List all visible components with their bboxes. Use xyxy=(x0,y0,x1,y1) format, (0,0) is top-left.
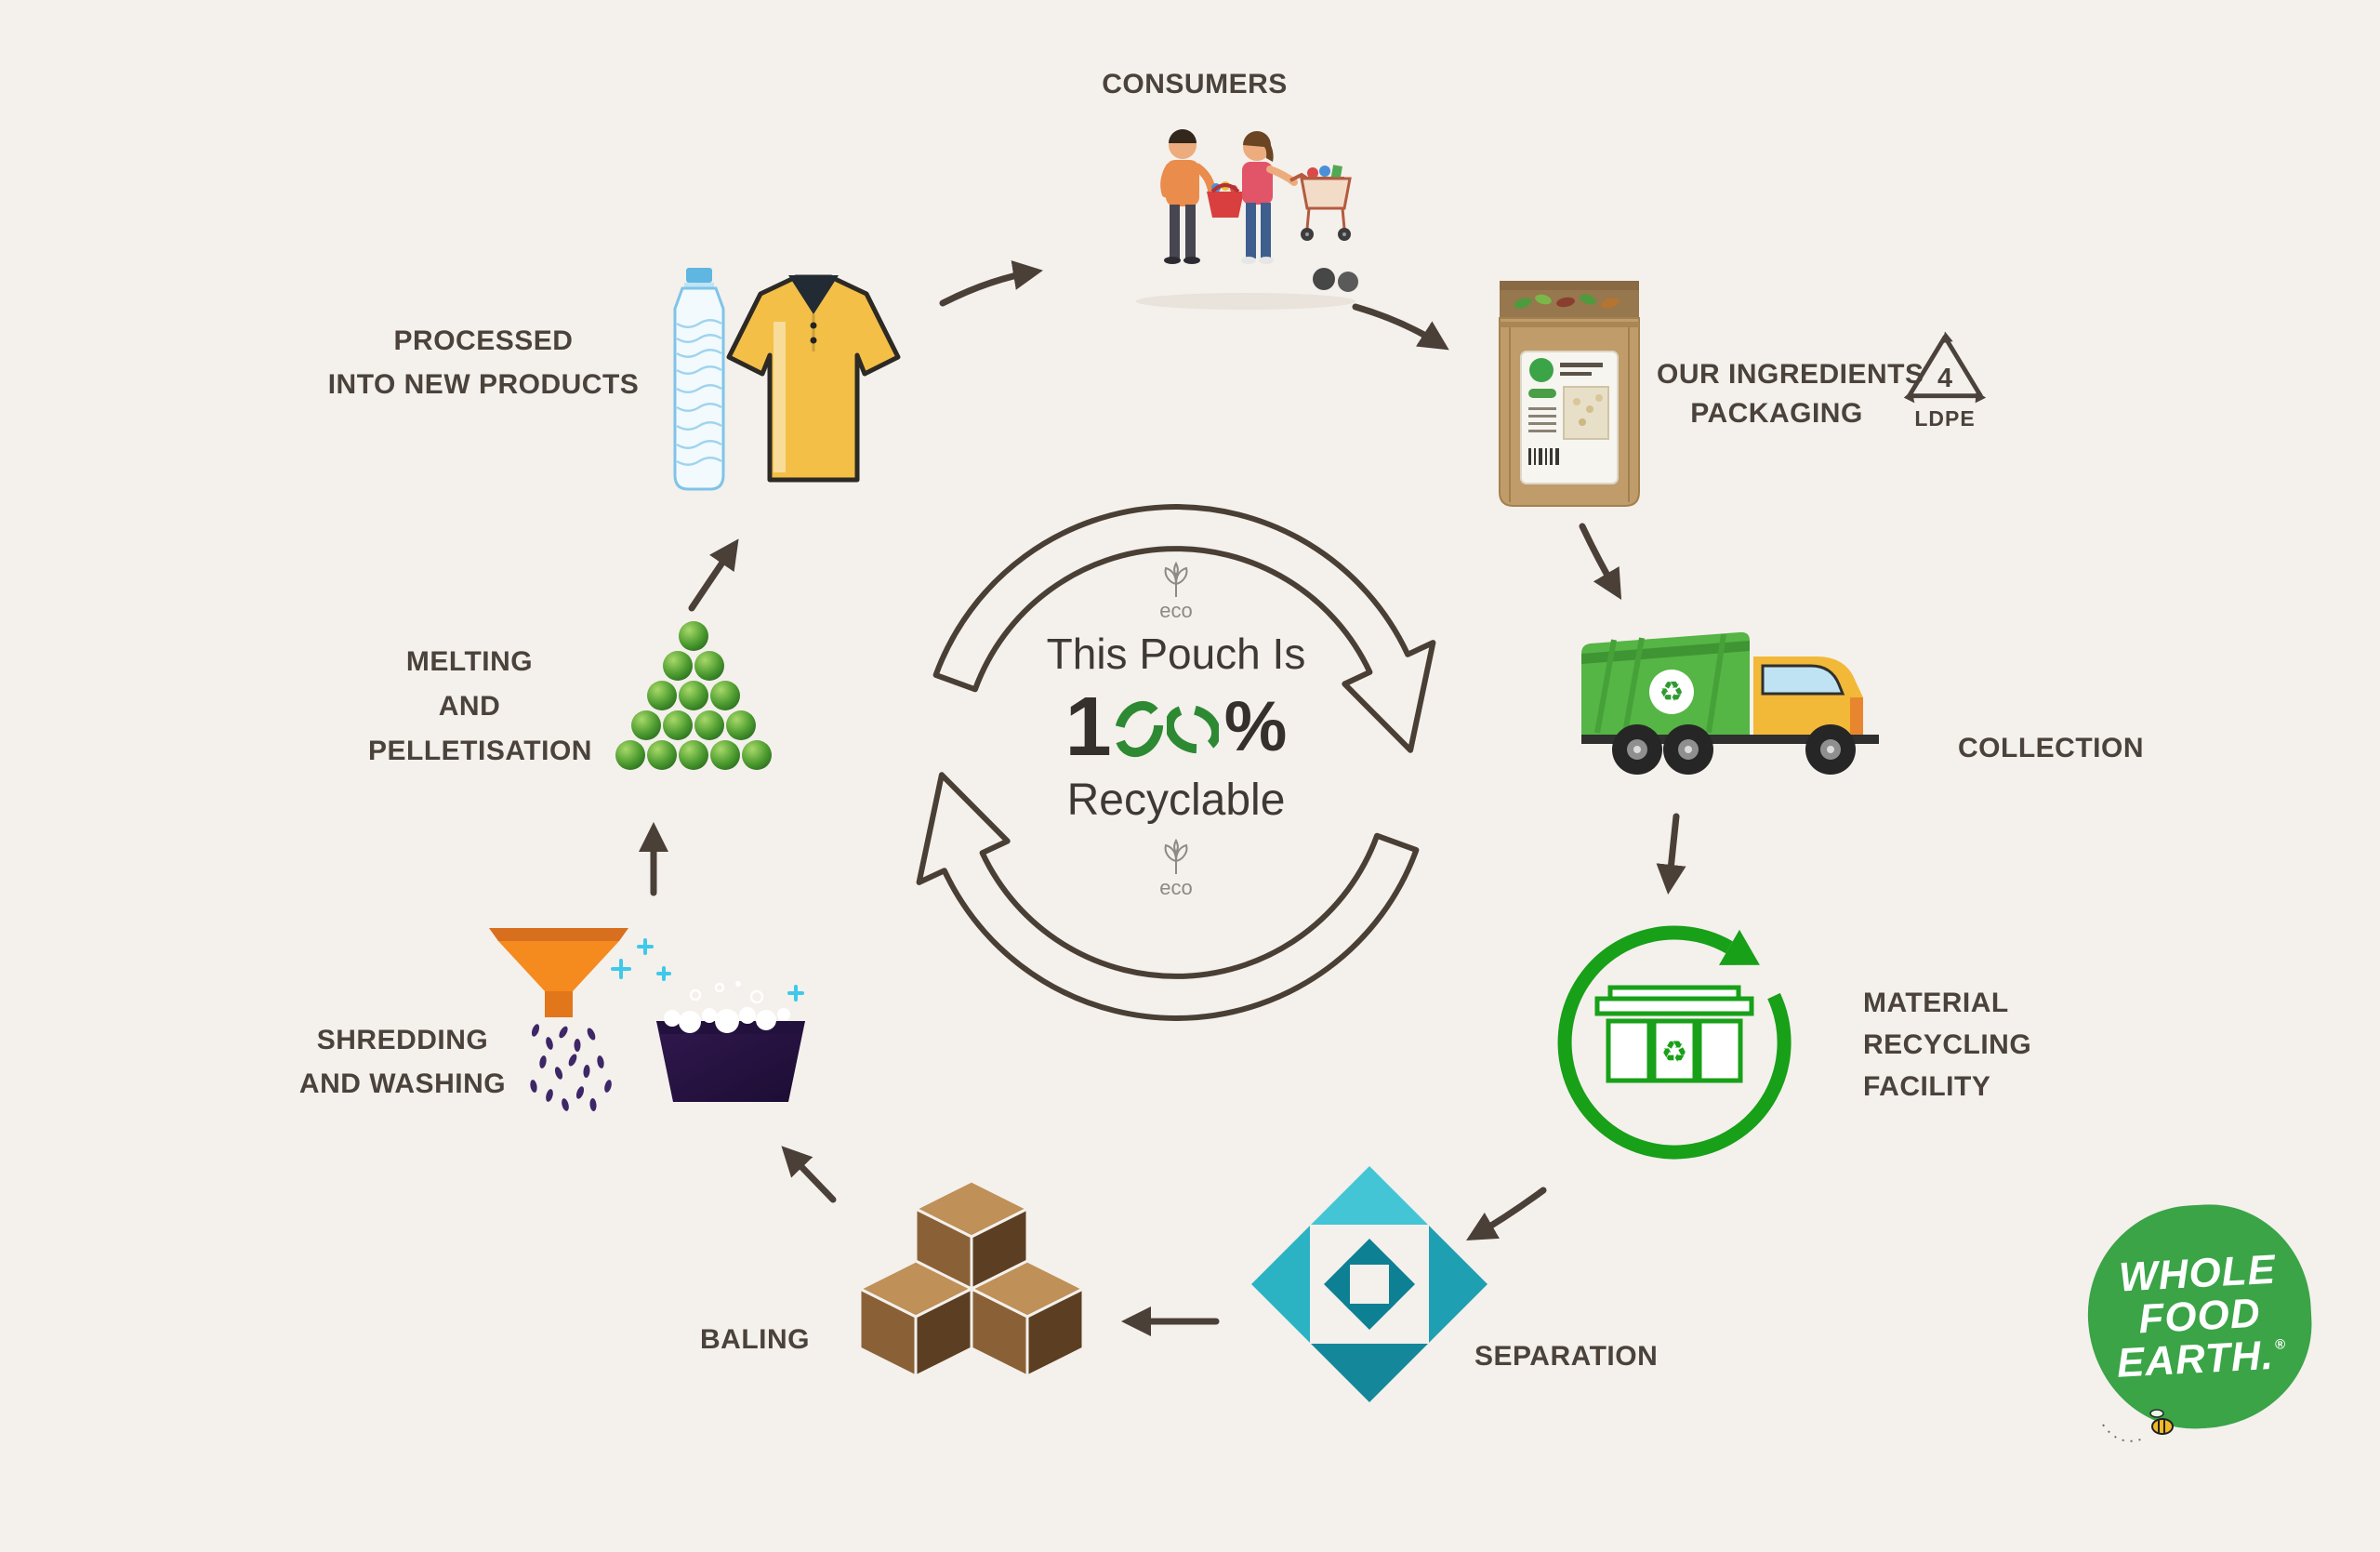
eco-badge-top: eco xyxy=(1157,562,1196,621)
label-shredding: SHREDDING AND WASHING xyxy=(294,1019,511,1106)
claim-percent: 1 % xyxy=(1064,681,1288,774)
label-new-products: PROCESSED INTO NEW PRODUCTS xyxy=(325,320,641,406)
recycle-icon: ♻ xyxy=(1661,1035,1688,1068)
shredder-washer-illustration xyxy=(489,928,805,1111)
label-collection: COLLECTION xyxy=(1958,733,2144,763)
eco-leaf-icon xyxy=(1164,562,1188,597)
label-new-products-line1: PROCESSED xyxy=(393,325,574,356)
center-claim: eco This Pouch Is 1 % Recyclable xyxy=(967,562,1385,898)
arrow-consumers-to-packaging xyxy=(1352,303,1449,351)
label-shredding-line2: AND WASHING xyxy=(298,1068,507,1099)
bee-doodle-icon xyxy=(2102,1409,2174,1442)
bales-illustration xyxy=(858,1179,1085,1378)
label-packaging-line2: PACKAGING xyxy=(1690,398,1863,429)
eco-label: eco xyxy=(1159,876,1193,899)
arrow-mrf-to-separation xyxy=(1466,1187,1547,1241)
ldpe-triangle-icon: 4 xyxy=(1903,331,1987,404)
recycling-facility-icon: ♻ xyxy=(1557,925,1792,1160)
label-melting-line3: PELLETISATION xyxy=(368,736,592,766)
arrow-packaging-to-collection xyxy=(1579,523,1622,600)
eco-badge-bottom: eco xyxy=(1157,839,1196,898)
label-mrf-line1: MATERIAL xyxy=(1863,988,2009,1018)
new-products-illustration xyxy=(673,268,901,491)
garbage-truck-illustration: ♻ xyxy=(1581,631,1879,775)
label-packaging-line1: OUR INGREDIENTS xyxy=(1657,359,1924,390)
label-new-products-line2: INTO NEW PRODUCTS xyxy=(327,368,640,400)
label-melting-line2: AND xyxy=(438,691,501,722)
resin-code-label: LDPE xyxy=(1914,406,1976,431)
label-melting-line1: MELTING xyxy=(405,646,534,677)
arrow-baling-to-shredding xyxy=(781,1146,837,1203)
consumers-illustration xyxy=(1136,129,1358,310)
eco-leaf-icon xyxy=(1164,839,1188,874)
label-packaging: OUR INGREDIENTS PACKAGING xyxy=(1657,355,1924,433)
logo-line3-text: EARTH. xyxy=(2115,1332,2276,1386)
claim-line3: Recyclable xyxy=(1066,776,1286,825)
label-shredding-line1: SHREDDING xyxy=(316,1025,489,1055)
label-mrf-line3: FACILITY xyxy=(1863,1071,1991,1102)
pellets-illustration xyxy=(615,621,772,770)
label-mrf-line2: RECYCLING xyxy=(1863,1029,2032,1060)
label-baling: BALING xyxy=(700,1324,810,1355)
percent-sign: % xyxy=(1223,687,1288,767)
logo-line3: EARTH. ® xyxy=(2115,1332,2288,1386)
zero-arrow-ring-icon xyxy=(1114,700,1163,757)
cycle-ring-icon xyxy=(916,504,1436,1021)
separation-icon xyxy=(1251,1166,1488,1402)
resin-number: 4 xyxy=(1937,364,1952,393)
label-mrf: MATERIAL RECYCLING FACILITY xyxy=(1863,982,2086,1108)
pouch-illustration xyxy=(1499,281,1640,507)
registered-mark: ® xyxy=(2274,1336,2287,1353)
zero-arrow-ring-icon xyxy=(1166,704,1219,753)
label-melting: MELTING AND PELLETISATION xyxy=(368,640,592,774)
arrow-products-to-consumers xyxy=(939,260,1043,307)
resin-code-block: 4 LDPE xyxy=(1897,329,1993,431)
label-consumers: CONSUMERS xyxy=(1102,69,1288,99)
eco-label: eco xyxy=(1159,599,1193,622)
label-separation: SEPARATION xyxy=(1474,1341,1659,1372)
claim-line1: This Pouch Is xyxy=(1046,630,1306,678)
recycle-icon: ♻ xyxy=(1659,677,1685,708)
arrow-collection-to-mrf xyxy=(1656,813,1686,895)
arrow-melting-to-products xyxy=(688,538,739,612)
digit-one: 1 xyxy=(1064,681,1112,774)
